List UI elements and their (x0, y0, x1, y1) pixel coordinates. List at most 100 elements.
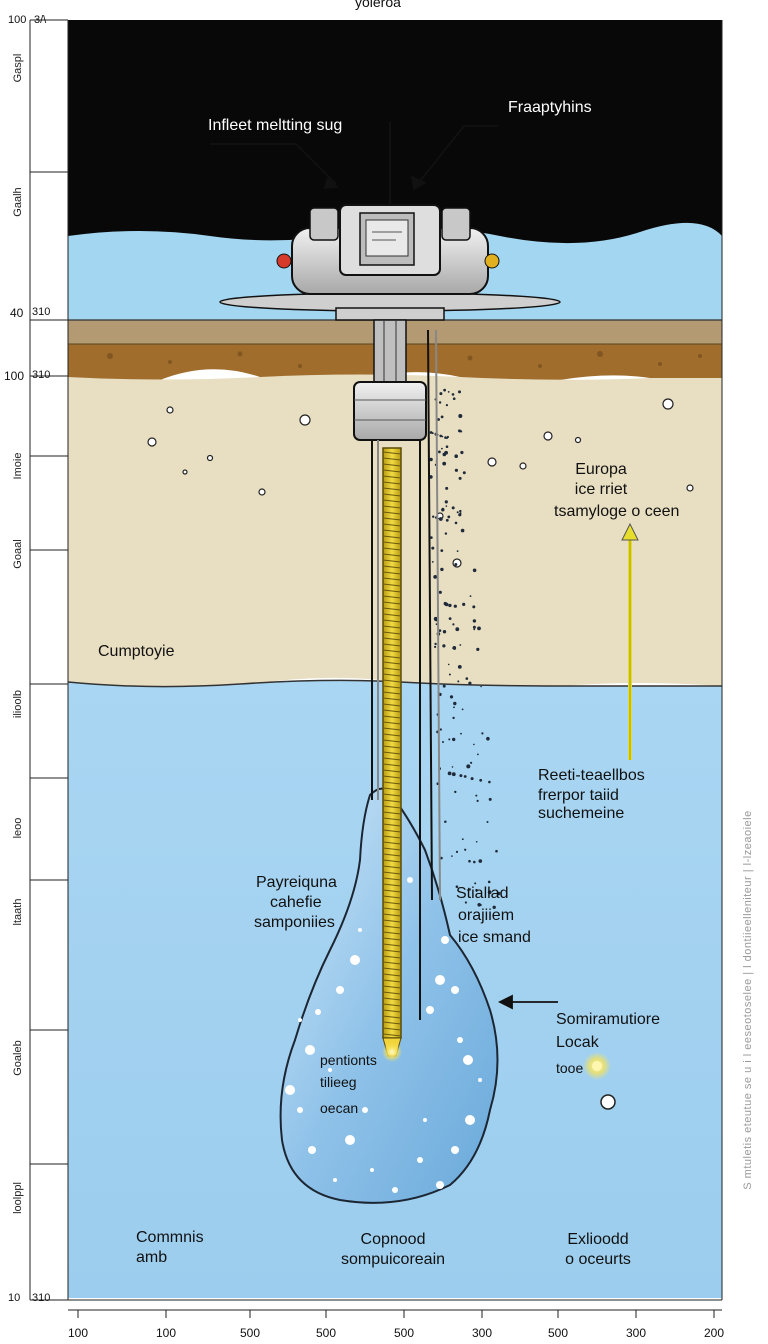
stream-bubble (451, 772, 456, 777)
cavity-bubble (345, 1135, 355, 1145)
coil-stripe (382, 997, 402, 1001)
stream-bubble (454, 790, 457, 794)
coil-stripe (382, 853, 402, 857)
cavity-bubble (457, 1037, 463, 1043)
coil-stripe (382, 643, 402, 647)
left-axis (29, 20, 723, 1300)
stream-bubble (451, 506, 455, 510)
stream-bubble (460, 528, 465, 533)
melting-probe-icon (219, 122, 561, 1062)
stream-bubble (451, 855, 453, 857)
x-tick-label: 200 (703, 1326, 725, 1340)
bottom-right-label-line1: Exlioodd (567, 1231, 629, 1248)
stream-bubble (445, 486, 449, 490)
stream-bubble (457, 665, 462, 669)
coil-stripe (382, 541, 402, 545)
x-tick-label: 300 (471, 1326, 493, 1340)
stream-bubble (473, 860, 476, 864)
stream-bubble (447, 515, 451, 519)
cavity-right-label-line3: ice smand (458, 929, 531, 946)
coil-stripe (382, 697, 402, 701)
coil-stripe (382, 847, 402, 851)
coil-stripe (382, 967, 402, 971)
bottom-right-label-line2: o oceurts (565, 1251, 631, 1268)
stream-bubble (453, 646, 457, 650)
detector-label-line2: Locak (556, 1034, 599, 1051)
cavity-bubble (451, 986, 459, 994)
stream-bubble (459, 509, 462, 513)
coil-stripe (382, 457, 402, 461)
bottom-center-label-line1: Copnood (360, 1231, 426, 1248)
stream-bubble (440, 567, 444, 572)
coil-stripe (382, 481, 402, 485)
cavity-bubble (308, 1146, 316, 1154)
stream-bubble (437, 418, 440, 421)
stream-bubble (438, 450, 441, 454)
y-tick-mark-text: 310 (32, 369, 51, 381)
stream-bubble (495, 849, 498, 853)
stream-bubble (469, 595, 472, 597)
coil-stripe (382, 637, 402, 641)
stream-bubble (433, 616, 438, 621)
stream-bubble (486, 821, 489, 823)
stream-bubble (468, 681, 472, 685)
coil-stripe (382, 487, 402, 491)
cavity-bubble (305, 1045, 315, 1055)
coil-stripe (382, 961, 402, 965)
stream-bubble (439, 434, 443, 438)
side-label: ilioolb (12, 689, 24, 719)
stream-bubble (451, 393, 455, 396)
stream-bubble (469, 888, 471, 890)
stream-bubble (487, 890, 492, 895)
stream-bubble (486, 736, 490, 741)
cavity-bubble (463, 1055, 473, 1065)
stream-bubble (461, 708, 464, 711)
stream-bubble (460, 430, 463, 433)
bottom-left-label-line1: Commnis (136, 1229, 204, 1246)
coil-stripe (382, 625, 402, 629)
coil-stripe (382, 571, 402, 575)
coil-stripe (382, 511, 402, 515)
coil-stripe (382, 985, 402, 989)
stream-bubble (444, 436, 447, 439)
cavity-bubble (333, 1178, 337, 1182)
callout-lines (210, 125, 558, 1010)
stream-bubble (454, 563, 458, 566)
coil-stripe (382, 601, 402, 605)
coil-stripe (382, 823, 402, 827)
coil-stripe (382, 817, 402, 821)
cavity-bubble (407, 877, 413, 883)
coil-stripe (382, 529, 402, 533)
coil-stripe (382, 889, 402, 893)
coil-stripe (382, 553, 402, 557)
coil-stripe (382, 535, 402, 539)
side-note-text: S mtuletis eteutue se u i l eeseotoselee… (742, 810, 754, 1190)
coil-stripe (382, 1003, 402, 1007)
stream-bubble (438, 401, 442, 404)
stream-bubble (429, 457, 433, 462)
coil-stripe (382, 973, 402, 977)
stream-bubble (462, 471, 466, 475)
stream-bubble (433, 575, 438, 579)
stream-bubble (477, 626, 481, 631)
stream-bubble (442, 644, 446, 648)
stream-bubble (455, 885, 459, 888)
stream-bubble (456, 550, 459, 552)
cavity-bubble (328, 1068, 332, 1072)
cavity-inner-label-line3: oecan (320, 1100, 359, 1116)
ascent-arrow (621, 522, 639, 760)
heater-coil (382, 451, 402, 1037)
cavity-bubble (392, 1187, 398, 1193)
stream-bubble (448, 738, 451, 741)
cavity-right-label-line2: orajiiem (458, 907, 515, 924)
stream-bubble (458, 513, 462, 517)
coil-stripe (382, 469, 402, 473)
stream-bubble (470, 777, 474, 781)
coil-stripe (382, 631, 402, 635)
crust-texture (107, 351, 702, 368)
coil-stripe (382, 493, 402, 497)
bottom-center-label-line2: sompuicoreain (340, 1251, 446, 1268)
coil-stripe (382, 913, 402, 917)
coil-stripe (382, 739, 402, 743)
cavity-bubble (435, 975, 445, 985)
